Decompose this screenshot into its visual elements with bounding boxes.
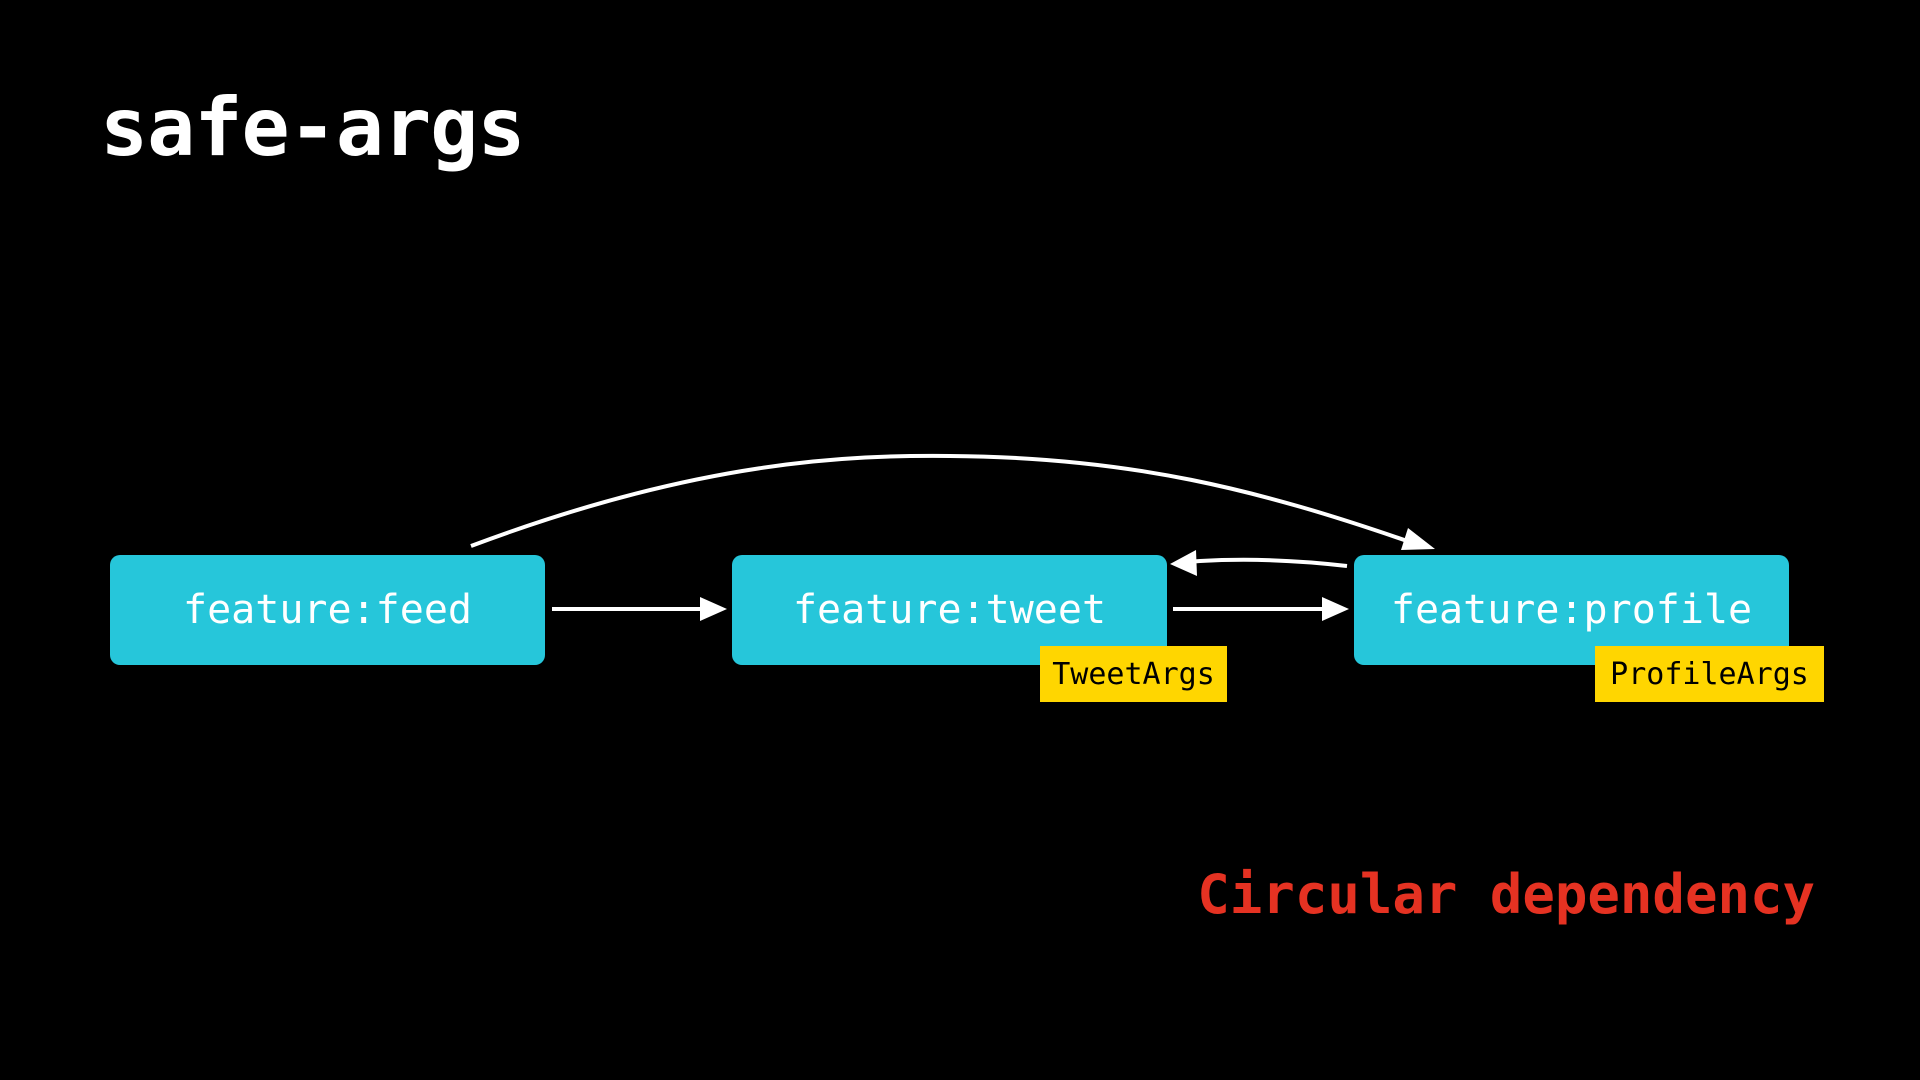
- args-label: TweetArgs: [1052, 656, 1215, 692]
- args-label: ProfileArgs: [1610, 656, 1809, 692]
- slide-title: safe-args: [100, 81, 525, 174]
- edge-tweet-to-profile: [1173, 597, 1349, 621]
- edge-profile-to-tweet: [1170, 550, 1348, 576]
- module-label: feature:feed: [183, 587, 472, 633]
- circular-dependency-warning: Circular dependency: [1197, 863, 1815, 926]
- args-badge-profile: ProfileArgs: [1595, 646, 1824, 702]
- edge-feed-to-profile: [470, 453, 1435, 550]
- args-badge-tweet: TweetArgs: [1040, 646, 1227, 702]
- module-feature-feed: feature:feed: [110, 555, 545, 665]
- edge-feed-to-tweet: [552, 597, 727, 621]
- module-label: feature:tweet: [792, 587, 1107, 633]
- module-label: feature:profile: [1390, 587, 1753, 633]
- module-feature-tweet: feature:tweet: [732, 555, 1167, 665]
